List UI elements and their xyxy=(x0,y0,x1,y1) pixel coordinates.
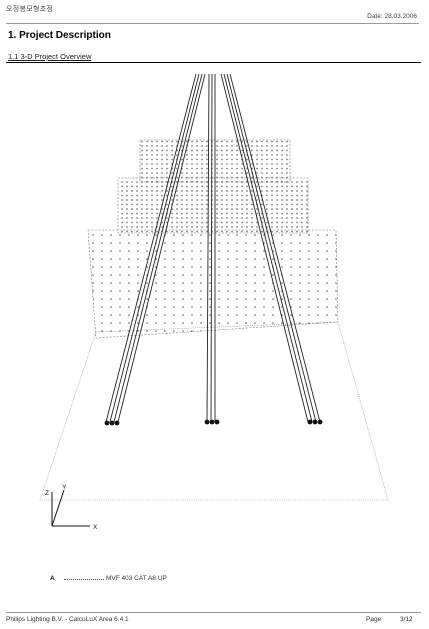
legend-leader-line xyxy=(64,579,104,580)
luminaire-group-center xyxy=(204,419,220,425)
pole-center xyxy=(206,73,216,423)
footer-page-label: Page xyxy=(366,616,382,623)
grid-middle xyxy=(117,177,309,234)
ground-plane xyxy=(39,321,389,501)
pole-left xyxy=(105,73,206,423)
axis-label-y: Y xyxy=(62,484,67,491)
axis-label-x: X xyxy=(93,524,98,531)
footer-divider xyxy=(6,612,421,613)
section-subtitle: 1.1 3-D Project Overview xyxy=(8,52,92,61)
subtitle-divider xyxy=(6,62,421,63)
header-divider xyxy=(6,23,419,24)
footer-software: Philips Lighting B.V. - CalcuLuX Area 6.… xyxy=(6,616,129,623)
legend-luminaire-code: A xyxy=(50,575,55,582)
axis-indicator xyxy=(51,489,90,527)
pole-right xyxy=(220,73,321,423)
header-document-title: 오정봉모형조정 xyxy=(6,6,54,13)
footer-page-number: 3/12 xyxy=(400,616,413,623)
axis-label-z: Z xyxy=(45,490,49,497)
header-date: Date: 28.03.2006 xyxy=(367,13,417,20)
legend-luminaire-type: MVF 403 CAT A8 UP xyxy=(106,575,167,582)
grid-bottom xyxy=(87,229,339,339)
section-title: 1. Project Description xyxy=(8,30,111,41)
luminaire-group-left xyxy=(104,420,120,426)
luminaire-group-right xyxy=(307,419,323,425)
